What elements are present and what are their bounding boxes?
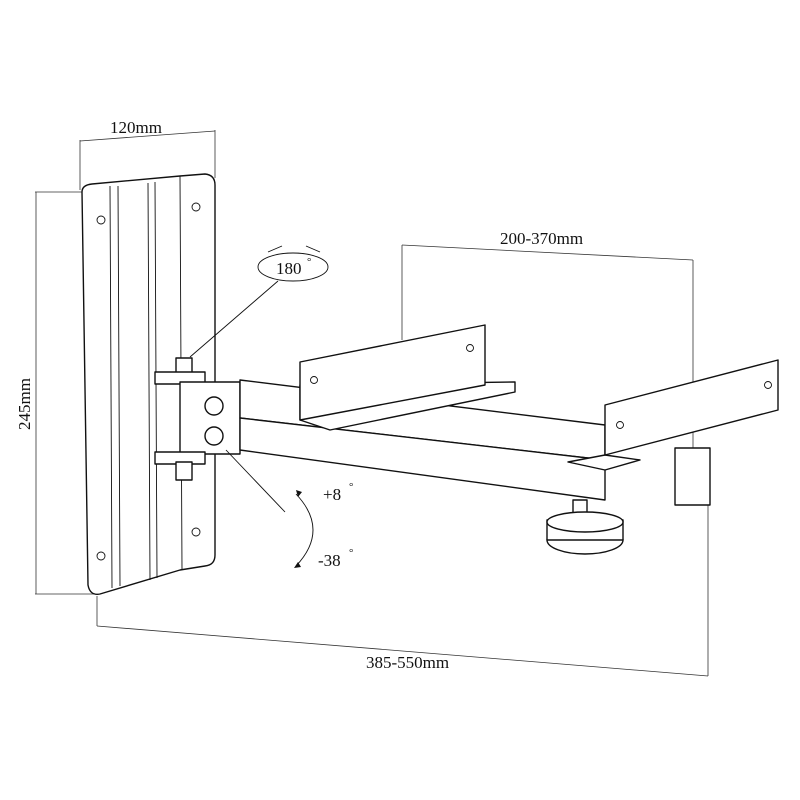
svg-text:°: ° <box>307 256 311 268</box>
tray-width-label: 200-370mm <box>500 229 583 248</box>
dim-385-550mm: 385-550mm <box>96 505 709 677</box>
plate-width-label: 120mm <box>110 118 162 137</box>
arm-length-label: 385-550mm <box>366 653 449 672</box>
adjustment-knob <box>546 499 624 555</box>
rotation-callout: 180 ° <box>189 245 329 358</box>
dim-245mm: 245mm <box>15 191 96 595</box>
tilt-down-label: -38 <box>318 551 341 570</box>
plate-height-label: 245mm <box>15 378 34 430</box>
dim-120mm: 120mm <box>79 118 216 190</box>
wall-plate <box>81 173 216 595</box>
svg-text:°: ° <box>349 547 353 559</box>
rotation-label: 180 <box>276 259 302 278</box>
tray-right-bracket <box>567 359 779 506</box>
tray-left-bracket <box>299 324 516 431</box>
svg-text:°: ° <box>349 481 353 493</box>
tilt-callout: +8 ° -38 ° <box>225 449 353 570</box>
tilt-up-label: +8 <box>323 485 341 504</box>
